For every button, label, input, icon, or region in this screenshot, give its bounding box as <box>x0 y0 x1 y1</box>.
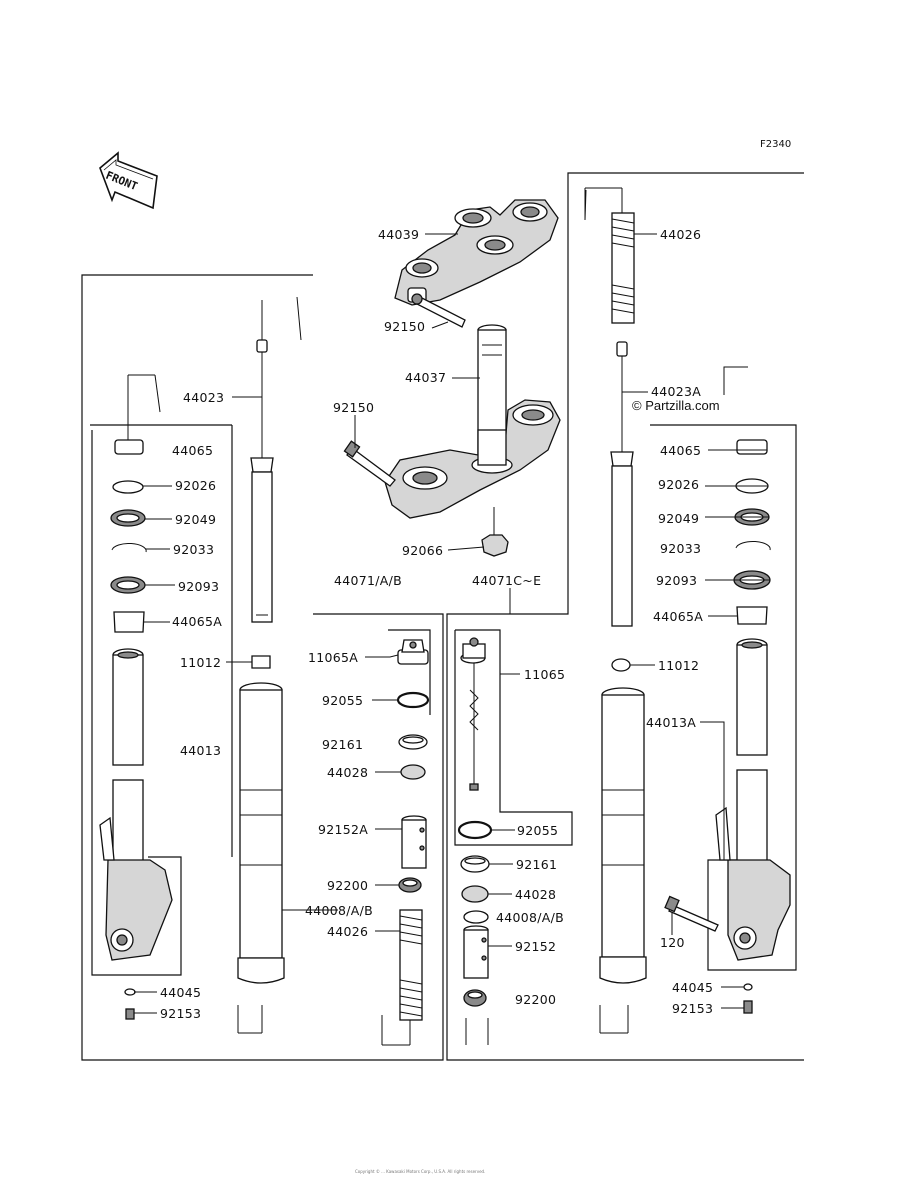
oring-92055-left <box>396 691 430 709</box>
group-frames <box>81 172 804 1061</box>
nut-92066 <box>481 507 509 557</box>
seat-92200-right <box>463 989 489 1045</box>
label-44065-right: 44065 <box>660 443 701 458</box>
lower-triple-clamp <box>384 399 561 519</box>
spacer-44008-right <box>463 910 489 924</box>
bushing-44065a-left <box>113 611 145 633</box>
label-44065a-right: 44065A <box>653 609 703 624</box>
bushing-11012-left <box>251 655 271 669</box>
seat-44028-right <box>461 885 489 903</box>
label-92055-left: 92055 <box>322 693 363 708</box>
fork-cap-44023 <box>250 300 274 623</box>
spacer-92152 <box>463 925 489 979</box>
label-44008-left: 44008/A/B <box>305 903 373 918</box>
label-92026-left: 92026 <box>175 478 216 493</box>
footer-copyright: Copyright © ... Kawasaki Motors Corp., U… <box>355 1169 485 1174</box>
collar-92161-left <box>398 734 428 750</box>
label-44026-mid: 44026 <box>327 924 368 939</box>
label-92049-left: 92049 <box>175 512 216 527</box>
label-44013: 44013 <box>180 743 221 758</box>
label-44065a-left: 44065A <box>172 614 222 629</box>
inner-tube-44013 <box>112 648 144 871</box>
damper-11065 <box>460 637 486 791</box>
washer-44045-right <box>743 983 753 991</box>
left-seal-stack <box>110 439 147 633</box>
bolt-92150-lower <box>343 440 396 487</box>
label-44026-top: 44026 <box>660 227 701 242</box>
label-44023: 44023 <box>183 390 224 405</box>
label-92161-left: 92161 <box>322 737 363 752</box>
collar-92161-right <box>460 855 490 873</box>
seat-44028-left <box>400 764 426 780</box>
spacer-92152a <box>401 815 427 869</box>
label-44023a: 44023A <box>651 384 701 399</box>
label-92152a: 92152A <box>318 822 368 837</box>
front-direction-arrow: FRONT <box>99 151 158 210</box>
label-92153-right: 92153 <box>672 1001 713 1016</box>
circlip-92033-left <box>111 543 147 553</box>
label-92200-right: 92200 <box>515 992 556 1007</box>
label-44013a: 44013A <box>646 715 696 730</box>
label-44008-right: 44008/A/B <box>496 910 564 925</box>
label-92049-right: 92049 <box>658 511 699 526</box>
label-11065a: 11065A <box>308 650 358 665</box>
label-44071ce: 44071C~E <box>472 573 541 588</box>
bolt-92150-upper <box>411 293 466 328</box>
spring-44026-upper <box>584 187 635 324</box>
bushing-11012-right <box>611 658 631 672</box>
label-44065-left: 44065 <box>172 443 213 458</box>
label-92200-left: 92200 <box>327 878 368 893</box>
label-120: 120 <box>660 935 685 950</box>
seat-92200-left <box>398 877 422 893</box>
label-92153-left: 92153 <box>160 1006 201 1021</box>
label-92093-right: 92093 <box>656 573 697 588</box>
label-44037: 44037 <box>405 370 446 385</box>
fork-cap-44023a <box>610 341 634 627</box>
label-92026-right: 92026 <box>658 477 699 492</box>
label-92033-right: 92033 <box>660 541 701 556</box>
spring-44026-lower <box>381 909 423 1046</box>
watermark: © Partzilla.com <box>632 398 720 413</box>
label-44039: 44039 <box>378 227 419 242</box>
label-92093-left: 92093 <box>178 579 219 594</box>
right-axle-bracket <box>715 806 791 961</box>
outer-tube-44008-right <box>599 687 647 1034</box>
bolt-92153-left <box>125 1008 135 1020</box>
bolt-92153-right <box>743 1000 753 1014</box>
label-44071ab: 44071/A/B <box>334 573 402 588</box>
label-44028-right: 44028 <box>515 887 556 902</box>
label-44045-left: 44045 <box>160 985 201 1000</box>
label-11012-left: 11012 <box>180 655 221 670</box>
label-92161-right: 92161 <box>516 857 557 872</box>
upper-triple-clamp-44039 <box>394 199 559 306</box>
left-axle-bracket <box>99 816 173 961</box>
bolt-120 <box>664 895 719 932</box>
damper-11065a <box>397 639 429 665</box>
label-92055-right: 92055 <box>517 823 558 838</box>
label-92066: 92066 <box>402 543 443 558</box>
inner-tube-44013a <box>736 638 768 866</box>
label-11012-right: 11012 <box>658 658 699 673</box>
label-44045-right: 44045 <box>672 980 713 995</box>
part-labels: 44039 92150 44037 92150 92066 44071/A/B … <box>160 227 720 1021</box>
right-seal-stack <box>733 439 771 625</box>
diagram-ref-code: F2340 <box>760 139 791 150</box>
label-92150-mid: 92150 <box>333 400 374 415</box>
outer-tube-44008-left <box>237 682 285 1034</box>
label-92033-left: 92033 <box>173 542 214 557</box>
oring-92055-right <box>457 820 493 840</box>
leader-lines <box>127 189 770 1014</box>
bushing-44065-left <box>114 439 144 455</box>
washer-92026-left <box>112 480 144 494</box>
label-44028-left: 44028 <box>327 765 368 780</box>
label-92150-top: 92150 <box>384 319 425 334</box>
label-11065: 11065 <box>524 667 565 682</box>
label-92152: 92152 <box>515 939 556 954</box>
washer-44045-left <box>124 988 136 996</box>
